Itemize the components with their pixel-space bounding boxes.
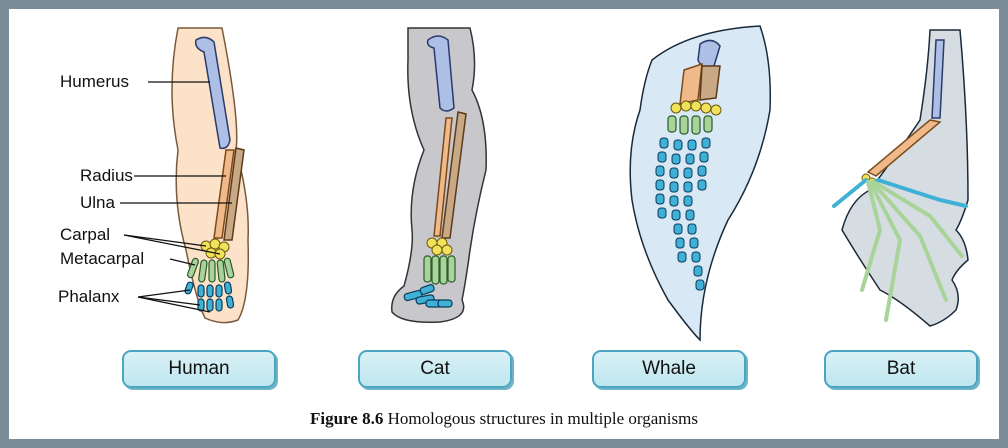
whale-flipper bbox=[630, 26, 770, 340]
whale-ulna bbox=[700, 66, 720, 100]
organism-label-cat: Cat bbox=[420, 358, 450, 380]
organism-tab-bat: Bat bbox=[824, 350, 978, 388]
organism-tab-cat: Cat bbox=[358, 350, 512, 388]
organism-tab-whale: Whale bbox=[592, 350, 746, 388]
label-radius: Radius bbox=[80, 166, 133, 185]
organism-label-whale: Whale bbox=[642, 358, 696, 380]
bat-wing bbox=[834, 30, 968, 326]
figure-caption: Figure 8.6 Homologous structures in mult… bbox=[0, 409, 1008, 429]
whale-radius bbox=[680, 64, 702, 104]
cat-metacarpals bbox=[424, 256, 455, 284]
organism-label-bat: Bat bbox=[887, 358, 916, 380]
label-phalanx: Phalanx bbox=[58, 287, 120, 306]
figure-caption-text: Homologous structures in multiple organi… bbox=[383, 409, 698, 428]
organism-label-human: Human bbox=[168, 358, 229, 380]
label-carpal: Carpal bbox=[60, 225, 110, 244]
label-ulna: Ulna bbox=[80, 193, 116, 212]
label-humerus: Humerus bbox=[60, 72, 129, 91]
organism-tab-human: Human bbox=[122, 350, 276, 388]
figure-number: Figure 8.6 bbox=[310, 409, 383, 428]
cat-leg bbox=[392, 28, 486, 322]
label-metacarpal: Metacarpal bbox=[60, 249, 144, 268]
human-arm bbox=[172, 28, 248, 323]
bat-wing-membrane bbox=[842, 30, 968, 326]
